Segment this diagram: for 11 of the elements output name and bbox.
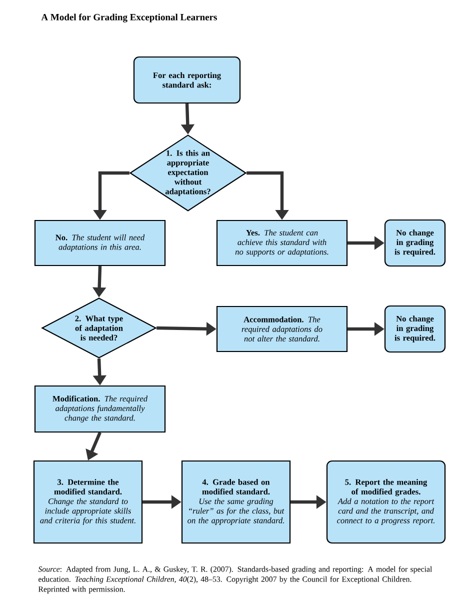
process-box: No. The student will need adaptations in this area. [34, 220, 166, 266]
rounded-box: For each reporting standard ask: [133, 56, 241, 104]
rounded-box: No change in grading is required. [384, 219, 446, 267]
rounded-box: 5. Report the meaning of modified grades. Add a notation to the report card and the transcript, and connect to a progress report. [326, 460, 446, 544]
title: A Model for Grading Exceptional Learners [41, 14, 217, 22]
rounded-box: No change in grading is required. [384, 305, 446, 353]
process-box: Yes. The student can achieve this standard with no supports or adaptations. [216, 220, 348, 266]
process-box: Accommodation. The required adaptations do not alter the standard. [216, 306, 348, 352]
process-box: 3. Determine the modified standard. Change the standard to include appropriate skills and criteria for this student. [33, 460, 143, 544]
process-box: Modification. The required adaptations fundamentally change the standard. [34, 385, 166, 433]
process-box: 4. Grade based on modified standard. Use the same grading “ruler” as for the class, but on the appropriate standard. [181, 460, 291, 544]
